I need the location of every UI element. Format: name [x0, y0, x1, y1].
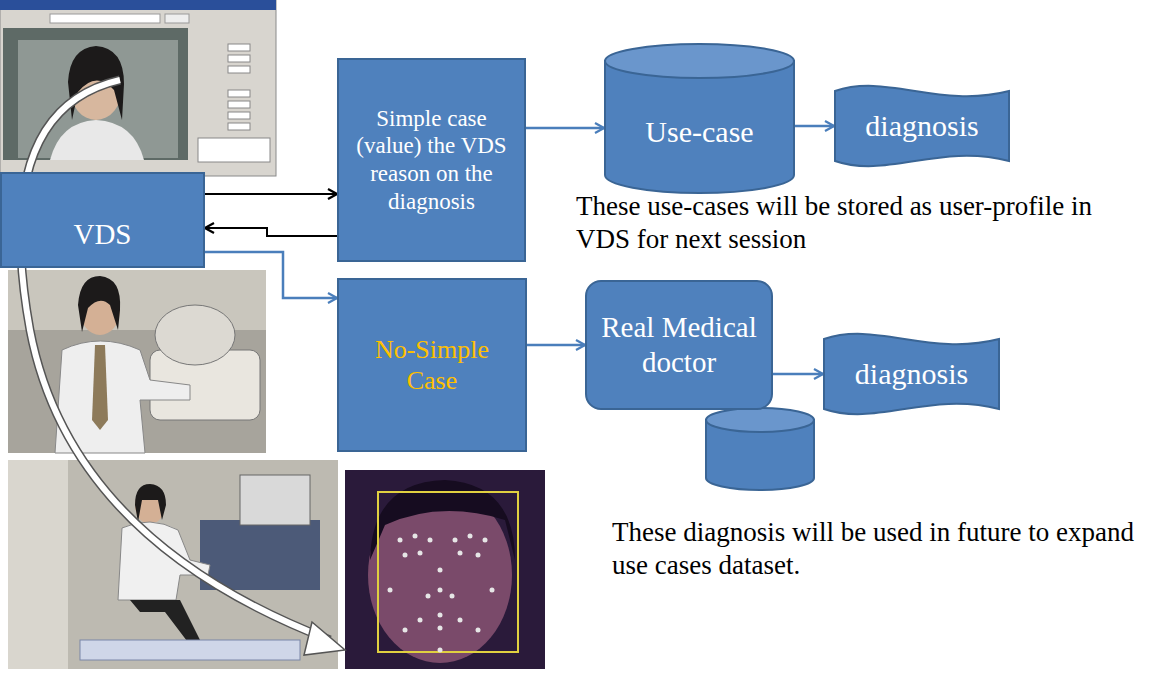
- note-text: These use-cases will be stored as user-p…: [576, 190, 1148, 256]
- photo-blood-pressure: [8, 270, 266, 453]
- node-text: diagnosis: [855, 356, 968, 392]
- photo-balance-test: [8, 460, 338, 669]
- node-text: VDS: [73, 217, 131, 252]
- process-box: Simple case (value) the VDS reason on th…: [337, 58, 526, 262]
- database-cylinder: [706, 408, 814, 490]
- curved-arrow: [21, 80, 345, 655]
- connector-arrow: [773, 373, 823, 376]
- document-shape: diagnosis: [823, 330, 1000, 418]
- system-box: VDS: [0, 172, 205, 268]
- connector-arrow: [205, 252, 337, 298]
- connector-arrow: [527, 344, 585, 347]
- process-box: Real Medical doctor: [585, 280, 773, 410]
- node-text: No-Simple Case: [347, 334, 517, 396]
- database-cylinder: Use-case: [604, 43, 795, 193]
- connector-arrow: [205, 228, 337, 236]
- node-text: diagnosis: [865, 108, 978, 144]
- connector-arrow: [526, 127, 604, 130]
- document-shape: diagnosis: [834, 82, 1010, 170]
- node-text: Real Medical doctor: [595, 310, 763, 380]
- software-screenshot: [0, 0, 276, 176]
- connector-arrow: [205, 193, 337, 195]
- node-text: Use-case: [645, 114, 753, 150]
- connector-arrow: [795, 125, 834, 128]
- note-text: These diagnosis will be used in future t…: [612, 516, 1146, 582]
- node-text: Simple case (value) the VDS reason on th…: [347, 105, 516, 215]
- face-tracking-image: [345, 470, 545, 669]
- process-box: No-Simple Case: [337, 278, 527, 452]
